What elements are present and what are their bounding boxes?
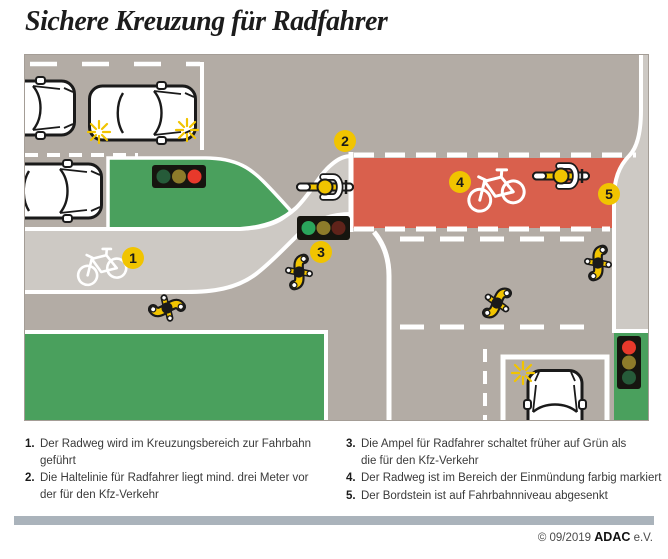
road-markings [25,55,643,420]
page-title: Sichere Kreuzung für Radfahrer [25,6,388,37]
svg-text:2: 2 [341,133,349,149]
car-queued-1 [25,75,76,141]
legend-item-2: 2. Die Haltelinie für Radfahrer liegt mi… [25,470,328,503]
legend-item-4: 4. Der Radweg ist im Bereich der Einmünd… [346,470,663,487]
marker-badge-5: 5 [598,183,620,205]
svg-text:3: 3 [317,244,325,260]
copyright-notice: © 09/2019 ADAC e.V. [538,530,653,544]
legend-item-3: 3. Die Ampel für Radfahrer schaltet früh… [346,436,663,469]
legend-number: 2. [25,472,35,484]
grass-area-left [25,334,328,420]
adac-logo: ADAC [594,530,631,544]
grass-border [25,330,328,420]
copyright-date: © 09/2019 [537,532,592,544]
legend-text: Der Bordstein ist auf Fahrbahnniveau abg… [361,489,608,502]
legend-text: Der Radweg ist im Bereich der Einmündung… [361,472,662,484]
legend-number: 3. [346,438,356,450]
traffic-light-cyclists-icon [297,216,350,240]
legend-number: 4. [346,472,356,484]
copyright-suffix: e.V. [633,532,653,544]
svg-text:1: 1 [129,250,137,266]
legend-item-5: 5. Der Bordstein ist auf Fahrbahnniveau … [346,488,663,505]
sidewalk-right [614,55,648,331]
legend-left-column: 1. Der Radweg wird im Kreuzungsbereich z… [25,436,328,504]
marker-badge-1: 1 [122,247,144,269]
car-side-street [522,369,588,420]
red-bike-lane [352,158,630,228]
car-queued-3 [25,158,103,224]
legend-text: Die Ampel für Radfahrer schaltet früher … [361,438,627,467]
marker-badge-4: 4 [449,171,471,193]
legend-number: 1. [25,438,35,450]
cycle-path [25,156,352,292]
car-queued-2 [88,80,197,146]
intersection-diagram: 1 2 3 4 5 [24,54,649,421]
svg-text:4: 4 [456,174,464,190]
traffic-light-cars-icon [152,165,206,188]
legend-text: Die Haltelinie für Radfahrer liegt mind.… [40,472,309,501]
legend-number: 5. [346,489,356,502]
legend-right-column: 3. Die Ampel für Radfahrer schaltet früh… [346,436,663,505]
marker-badge-2: 2 [334,130,356,152]
traffic-light-side-street-icon [617,336,641,389]
legend-text: Der Radweg wird im Kreuzungsbereich zur … [40,438,312,467]
side-street-mouth [500,354,610,420]
marker-badge-3: 3 [310,241,332,263]
svg-text:5: 5 [605,186,613,202]
footer-divider-bar [14,516,654,525]
legend-item-1: 1. Der Radweg wird im Kreuzungsbereich z… [25,436,328,469]
